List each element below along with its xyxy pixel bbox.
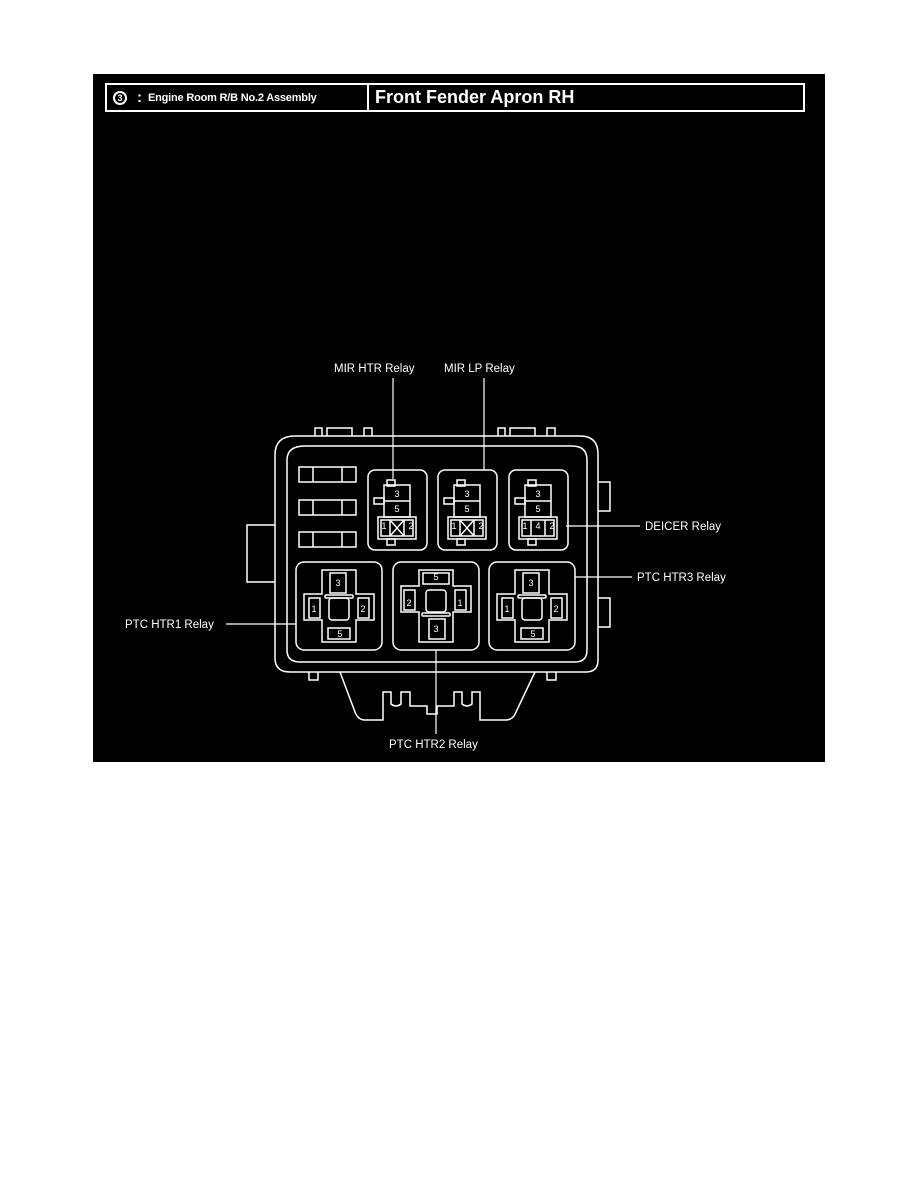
svg-text:3: 3 [335, 578, 340, 588]
svg-text:1: 1 [381, 521, 386, 531]
right-tab-upper [598, 481, 611, 512]
svg-text:5: 5 [530, 629, 535, 639]
bottom-tabs [308, 672, 557, 681]
svg-text:5: 5 [337, 629, 342, 639]
label-ptc-htr2: PTC HTR2 Relay [389, 739, 478, 751]
ptc-htr2-relay[interactable] [392, 561, 480, 651]
svg-text:2: 2 [406, 598, 411, 608]
svg-text:2: 2 [553, 604, 558, 614]
ptc-htr3-relay[interactable] [488, 561, 576, 651]
leader-lines [226, 378, 640, 734]
svg-text:3: 3 [528, 578, 533, 588]
svg-text:2: 2 [360, 604, 365, 614]
svg-text:5: 5 [535, 504, 540, 514]
deicer-relay[interactable] [508, 469, 569, 551]
svg-text:3: 3 [433, 624, 438, 634]
header-assembly-cell: 3 : Engine Room R/B No.2 Assembly [107, 85, 369, 110]
housing-inner [286, 445, 588, 663]
label-ptc-htr3: PTC HTR3 Relay [637, 572, 726, 584]
label-deicer: DEICER Relay [645, 521, 721, 533]
svg-text:2: 2 [408, 521, 413, 531]
header-bar: 3 : Engine Room R/B No.2 Assembly Front … [105, 83, 805, 112]
svg-text:1: 1 [522, 521, 527, 531]
svg-text:2: 2 [549, 521, 554, 531]
svg-text:5: 5 [433, 572, 438, 582]
svg-text:3: 3 [464, 489, 469, 499]
mir-lp-relay[interactable] [437, 469, 498, 551]
ptc-htr1-relay[interactable] [295, 561, 383, 651]
svg-text:2: 2 [478, 521, 483, 531]
svg-text:1: 1 [504, 604, 509, 614]
svg-text:5: 5 [394, 504, 399, 514]
housing-bottom [339, 671, 536, 721]
svg-text:3: 3 [535, 489, 540, 499]
item-number-badge: 3 [113, 90, 127, 105]
left-tab [246, 524, 275, 583]
mir-htr-relay[interactable] [367, 469, 428, 551]
diagram-panel: 3 : Engine Room R/B No.2 Assembly Front … [93, 74, 825, 762]
right-tab-lower [598, 597, 611, 628]
svg-text:3: 3 [394, 489, 399, 499]
housing-outer [274, 435, 599, 673]
svg-text:1: 1 [457, 598, 462, 608]
label-mir-htr: MIR HTR Relay [334, 363, 415, 375]
assembly-name: Engine Room R/B No.2 Assembly [148, 91, 317, 104]
label-ptc-htr1: PTC HTR1 Relay [125, 619, 214, 631]
svg-text:4: 4 [535, 521, 540, 531]
location-title: Front Fender Apron RH [375, 87, 575, 107]
header-separator: : [137, 89, 142, 106]
svg-text:5: 5 [464, 504, 469, 514]
top-tabs [314, 427, 556, 436]
fuse-slots [298, 466, 357, 548]
svg-text:1: 1 [311, 604, 316, 614]
label-mir-lp: MIR LP Relay [444, 363, 515, 375]
svg-text:1: 1 [451, 521, 456, 531]
